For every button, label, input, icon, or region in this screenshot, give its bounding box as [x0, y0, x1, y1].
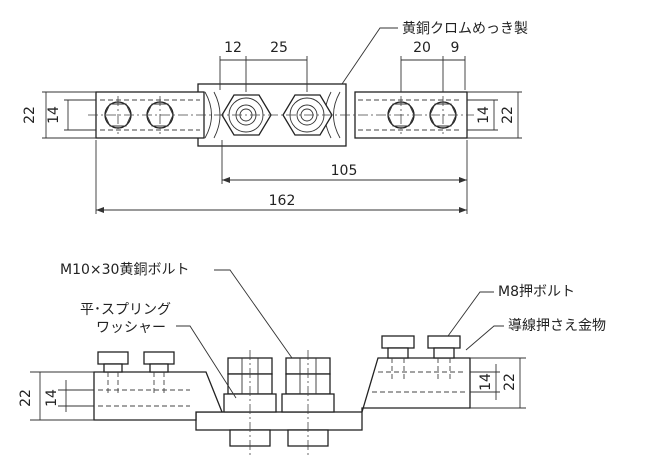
side-view: 22 14 14 22 [18, 335, 526, 455]
dim-20: 20 [413, 40, 431, 56]
top-view [88, 83, 474, 147]
dim-side-left-22: 22 [18, 389, 34, 407]
dim-25: 25 [270, 40, 288, 56]
side-right-clamp [361, 357, 471, 413]
dim-12: 12 [224, 40, 242, 56]
washer-label-line2: ワッシャー [96, 320, 166, 336]
top-dimensions: 12 25 20 9 22 14 14 22 105 [22, 40, 522, 214]
side-center-bolt-1 [223, 350, 277, 455]
m10-bolt-label: M10×30黄銅ボルト [60, 261, 189, 278]
side-left-bolt-1 [97, 351, 129, 394]
side-right-bolt-1 [381, 335, 415, 380]
dim-side-left-14: 14 [44, 389, 60, 407]
material-label: 黄銅クロムめっき製 [402, 20, 528, 37]
dim-left-14: 14 [46, 106, 62, 124]
right-curve [333, 91, 341, 139]
m8-bolt-label: M8押ボルト [498, 284, 575, 300]
side-left-bolt-2 [143, 351, 175, 394]
side-base-plate [195, 411, 363, 431]
dim-side-right-22: 22 [502, 373, 518, 391]
dim-right-22: 22 [500, 106, 516, 124]
side-callouts: M10×30黄銅ボルト 平･スプリング ワッシャー M8押ボルト 導線押さえ金物 [60, 261, 606, 399]
dim-right-14: 14 [476, 106, 492, 124]
side-center-bolt-2 [281, 350, 335, 455]
dim-left-22: 22 [22, 106, 38, 124]
dim-162: 162 [269, 193, 296, 209]
left-curve [204, 91, 212, 139]
washer-label-line1: 平･スプリング [80, 302, 171, 318]
material-callout: 黄銅クロムめっき製 [341, 20, 528, 85]
dim-9: 9 [451, 40, 460, 56]
dim-side-right-14: 14 [478, 373, 494, 391]
dim-105: 105 [331, 163, 358, 179]
side-right-bolt-2 [427, 335, 461, 380]
conductor-clamp-label: 導線押さえ金物 [508, 318, 606, 334]
